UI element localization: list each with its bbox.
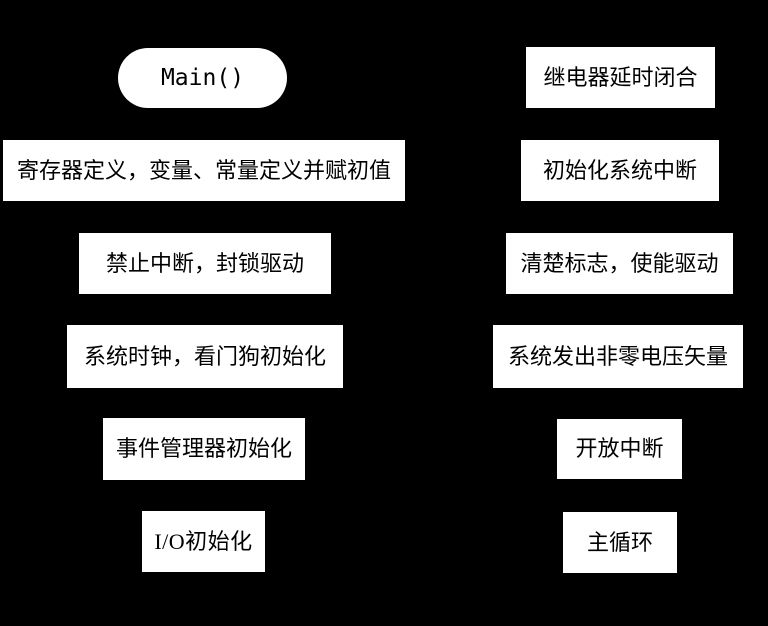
flow-node-clock-watchdog-init: 系统时钟，看门狗初始化: [67, 325, 343, 388]
flow-node-relay-delay-close: 继电器延时闭合: [526, 47, 715, 108]
flow-node-main-loop: 主循环: [563, 512, 677, 573]
flow-node-open-interrupt: 开放中断: [557, 419, 682, 479]
flow-node-clear-flags-enable-drive: 清楚标志，使能驱动: [506, 233, 733, 294]
flow-node-nonzero-voltage-vector: 系统发出非零电压矢量: [493, 325, 743, 388]
flow-node-event-manager-init: 事件管理器初始化: [103, 418, 305, 480]
flow-node-main: Main(): [118, 48, 287, 108]
flow-node-io-init: I/O初始化: [142, 511, 265, 572]
flow-node-disable-interrupt-block-drive: 禁止中断，封锁驱动: [79, 233, 331, 294]
flow-node-init-system-interrupt: 初始化系统中断: [521, 140, 719, 201]
flow-node-register-variable-define: 寄存器定义，变量、常量定义并赋初值: [3, 140, 405, 201]
